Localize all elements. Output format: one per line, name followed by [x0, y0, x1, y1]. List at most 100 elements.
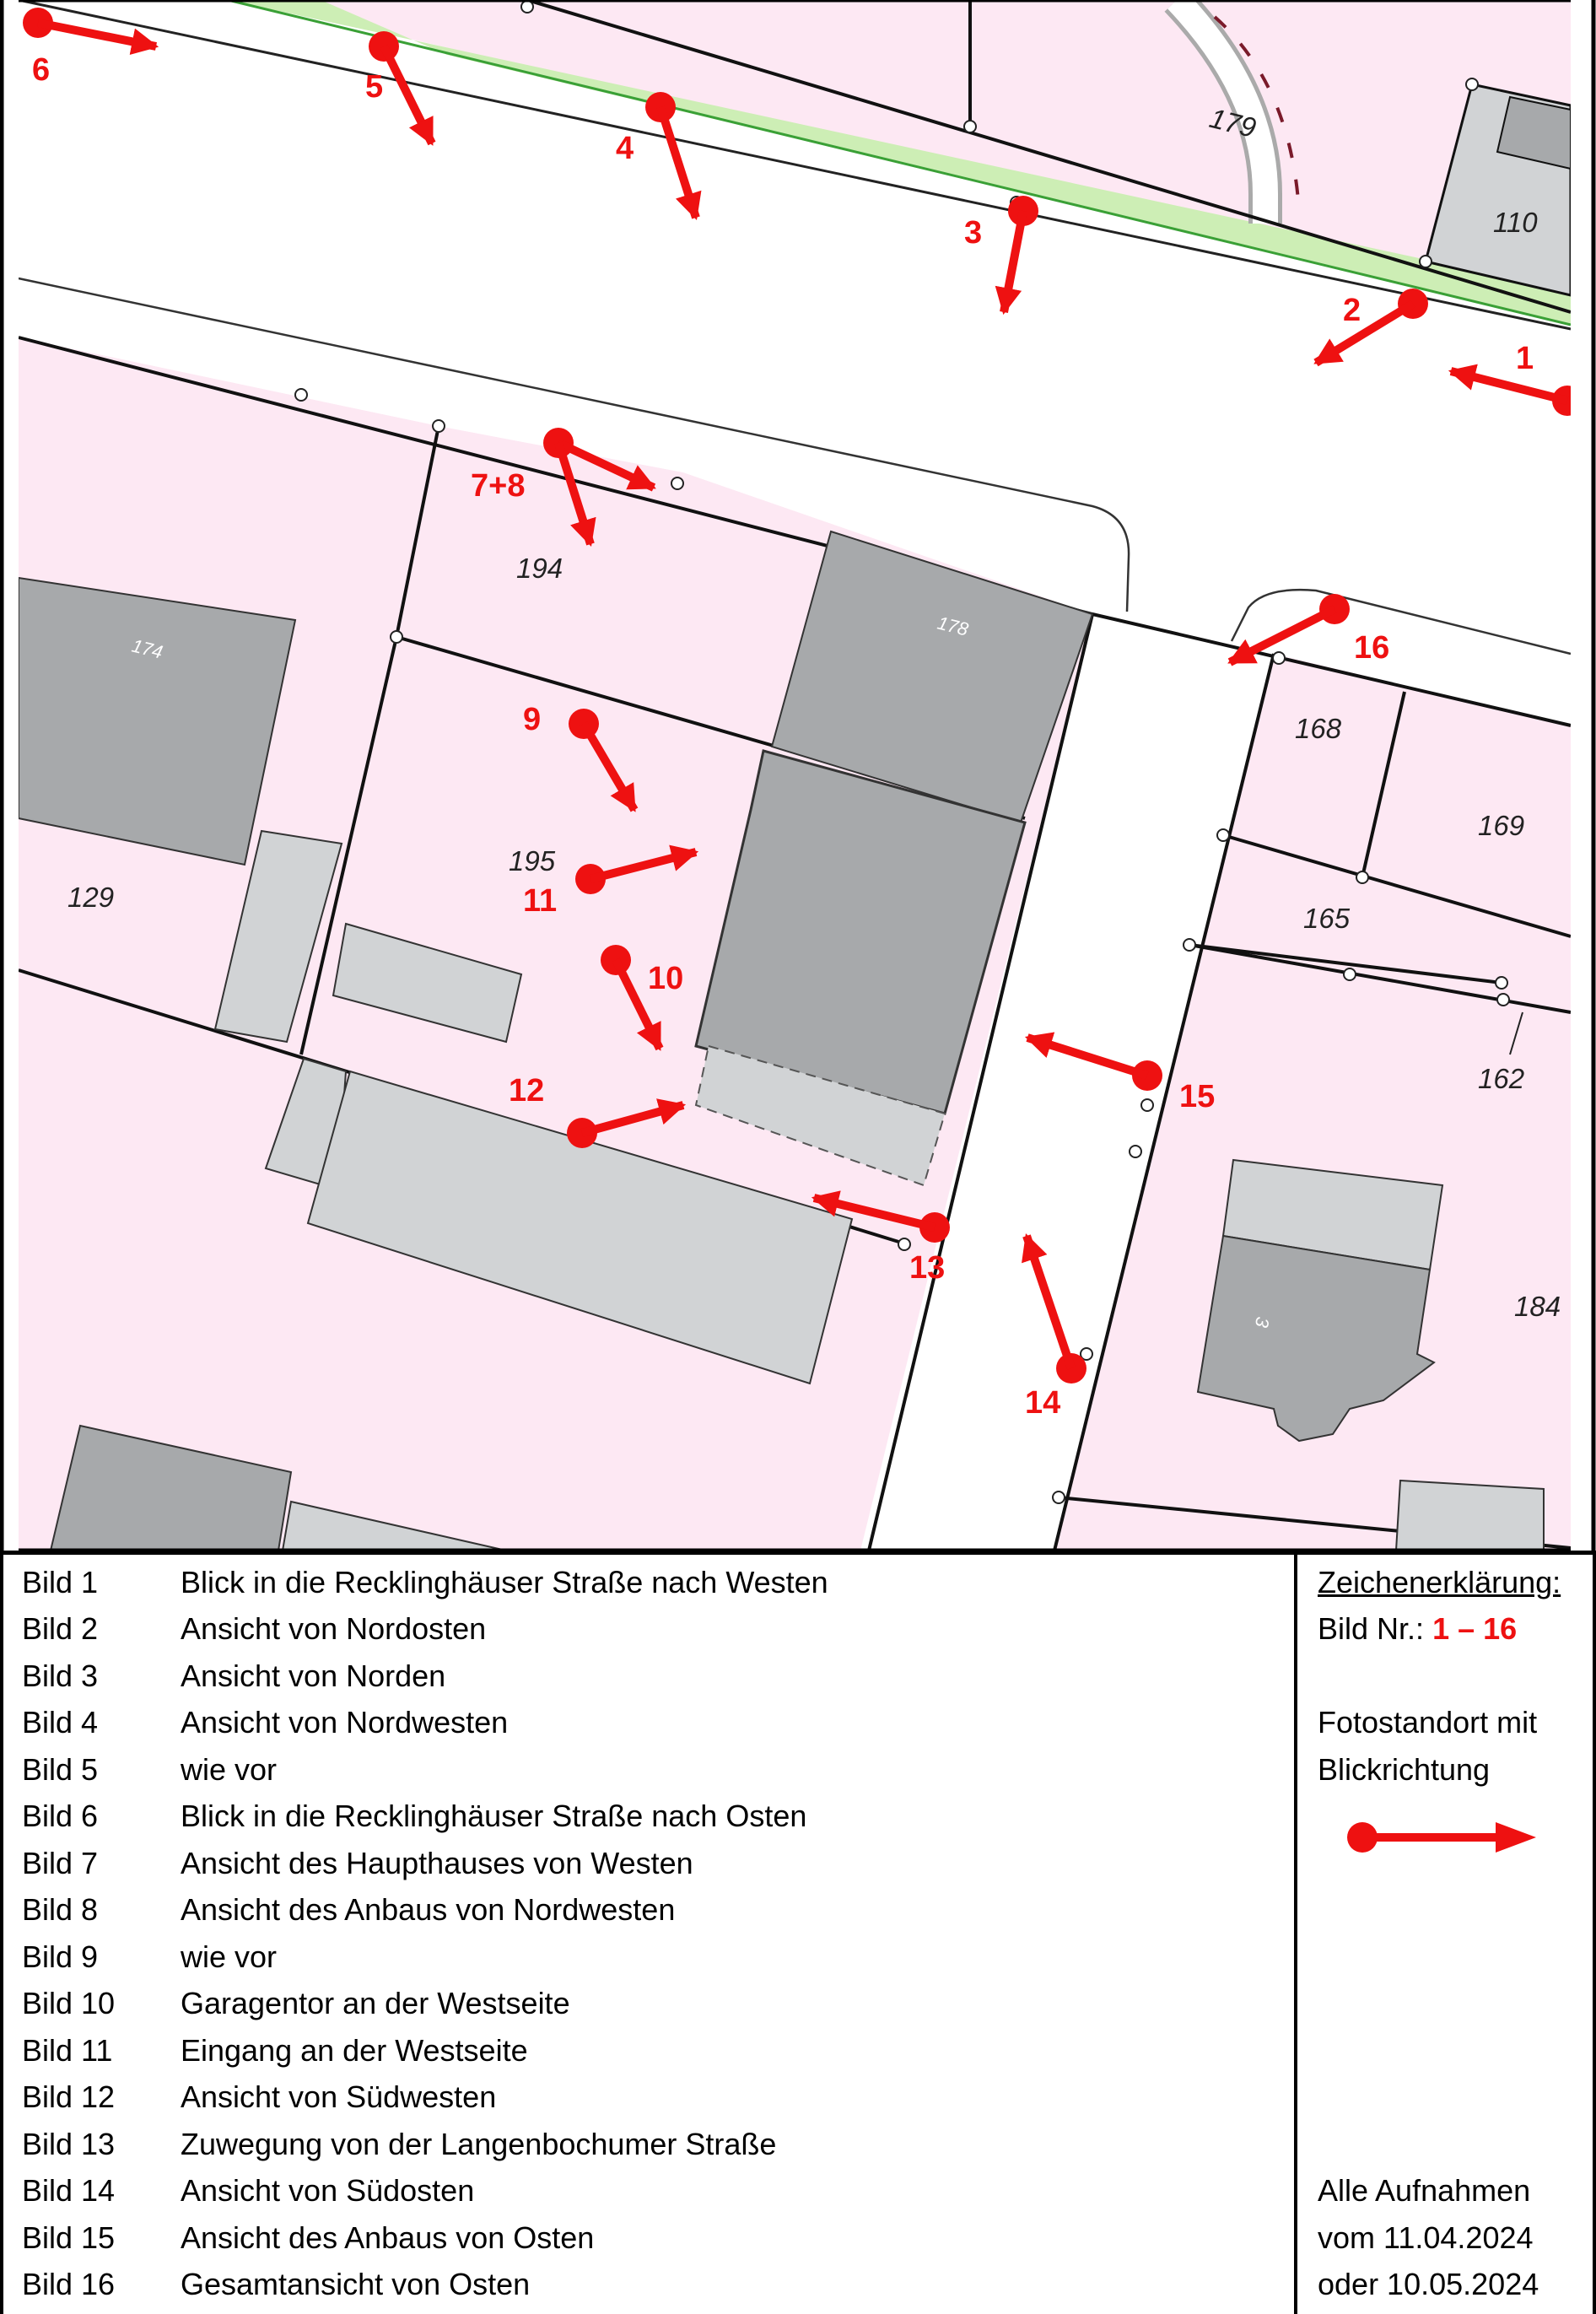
photo-desc: Ansicht von Norden	[181, 1659, 446, 1693]
key-symbol-line-1: Fotostandort mit	[1318, 1705, 1538, 1740]
photo-legend-table: Bild 1 Blick in die Recklinghäuser Straße…	[0, 1551, 1596, 2314]
photo-id: Bild 1	[22, 1565, 99, 1599]
key-dates-line-2: vom 11.04.2024	[1318, 2220, 1534, 2255]
photo-id: Bild 3	[22, 1659, 99, 1693]
photo-desc: Blick in die Recklinghäuser Straße nach …	[181, 1799, 807, 1833]
photo-desc: wie vor	[181, 1939, 278, 1974]
photo-id: Bild 13	[22, 2127, 116, 2161]
driveway-centerline	[1213, 15, 1301, 212]
marker-label: 6	[32, 52, 50, 88]
photo-desc: Blick in die Recklinghäuser Straße nach …	[181, 1565, 828, 1599]
photo-marker-11: 11	[523, 844, 699, 919]
parcel-label: 129	[67, 882, 114, 913]
marker-label: 4	[616, 131, 634, 166]
photo-desc: Eingang an der Westseite	[181, 2033, 528, 2068]
photo-markers: 1 2 3 4 5 6	[23, 8, 1583, 1421]
marker-label: 13	[909, 1250, 945, 1286]
recklinghaeuser-strasse	[19, 0, 1571, 614]
photo-marker-7-8: 7+8	[471, 428, 656, 547]
cadastral-map: 110 179 194 174 178 168 169 129 195 165 …	[0, 0, 1596, 1551]
key-bild-numbers: 1 – 16	[1432, 1611, 1518, 1646]
photo-desc: Ansicht des Anbaus von Osten	[181, 2220, 595, 2255]
photo-id: Bild 9	[22, 1939, 99, 1974]
photo-marker-10: 10	[601, 945, 683, 1051]
photo-marker-12: 12	[509, 1073, 687, 1148]
photo-id: Bild 14	[22, 2173, 116, 2208]
marker-label: 5	[365, 69, 383, 105]
marker-label: 9	[523, 702, 541, 737]
building-south-east	[1394, 1479, 1545, 1551]
site-map: 110 179 194 174 178 168 169 129 195 165 …	[0, 0, 1596, 1551]
photo-id: Bild 16	[22, 2267, 116, 2301]
photo-marker-5: 5	[365, 31, 436, 146]
map-key: Zeichenerklärung: Bild Nr.: 1 – 16 Fotos…	[1297, 1555, 1596, 2314]
key-bild-range: Bild Nr.: 1 – 16	[1318, 1606, 1517, 1652]
photo-marker-9: 9	[523, 702, 639, 812]
curb-line-south	[18, 277, 1130, 612]
photo-id: Bild 10	[22, 1986, 116, 2020]
photo-id: Bild 7	[22, 1846, 99, 1880]
photo-desc: Ansicht des Haupthauses von Westen	[181, 1846, 693, 1880]
parcel-label: 168	[1295, 713, 1342, 744]
marker-label: 16	[1354, 630, 1389, 666]
marker-label: 14	[1025, 1385, 1060, 1421]
parcel-label: 165	[1303, 903, 1351, 934]
photo-marker-2: 2	[1313, 289, 1428, 367]
parcel-label: 162	[1478, 1063, 1524, 1094]
driveway-179-inner	[1167, 0, 1278, 224]
photo-marker-3: 3	[964, 196, 1038, 316]
key-bild-prefix: Bild Nr.:	[1318, 1611, 1425, 1646]
building-long-south	[306, 1070, 854, 1385]
photo-id: Bild 6	[22, 1799, 99, 1833]
photo-desc: Gesamtansicht von Osten	[181, 2267, 531, 2301]
parcel-label: 195	[509, 845, 556, 877]
photo-desc: Ansicht von Nordosten	[181, 1611, 487, 1646]
parcel-east-block	[1054, 654, 1571, 1551]
pointer-162	[1509, 1011, 1523, 1055]
building-129-garage	[213, 829, 343, 1044]
map-left-margin	[0, 0, 19, 1551]
parcel-label: 169	[1478, 810, 1524, 841]
marker-label: 3	[964, 215, 982, 251]
photo-desc: Ansicht von Südwesten	[181, 2079, 497, 2114]
photo-desc: Zuwegung von der Langenbochumer Straße	[181, 2127, 777, 2161]
photo-id: Bild 15	[22, 2220, 116, 2255]
key-dates-line-1: Alle Aufnahmen	[1318, 2173, 1531, 2208]
marker-label: 1	[1516, 341, 1534, 376]
buildings	[18, 530, 1545, 1551]
building-195-shed	[332, 922, 523, 1044]
photo-marker-14: 14	[1022, 1233, 1086, 1421]
photo-marker-15: 15	[1024, 1032, 1215, 1114]
photo-desc: Garagentor an der Westseite	[181, 1986, 570, 2020]
boundary-points	[294, 0, 1510, 1504]
photo-id: Bild 11	[22, 2033, 113, 2068]
key-dates-line-3: oder 10.05.2024	[1318, 2267, 1539, 2301]
key-symbol-line-2: Blickrichtung	[1318, 1752, 1491, 1787]
marker-label: 15	[1179, 1079, 1215, 1114]
photo-desc: wie vor	[181, 1752, 278, 1787]
photo-marker-16: 16	[1227, 594, 1389, 666]
photo-desc: Ansicht von Nordwesten	[181, 1705, 509, 1740]
parcel-label: 194	[516, 553, 563, 584]
parcel-label: 184	[1514, 1291, 1561, 1322]
marker-label: 11	[523, 883, 557, 919]
roads	[18, 0, 1572, 1551]
building-south-west	[49, 1424, 293, 1551]
photo-marker-13: 13	[811, 1190, 950, 1286]
building-3	[1196, 1234, 1436, 1443]
photo-id: Bild 5	[22, 1752, 99, 1787]
photo-id: Bild 12	[22, 2079, 116, 2114]
garage-annex	[694, 1044, 946, 1187]
photo-marker-4: 4	[616, 92, 702, 221]
building-174	[18, 576, 297, 866]
curb-line-east	[1230, 588, 1572, 655]
photo-arrow-icon	[1347, 1822, 1536, 1853]
key-title: Zeichenerklärung:	[1318, 1565, 1561, 1599]
street-edge	[18, 0, 1572, 331]
photo-desc: Ansicht von Südosten	[181, 2173, 475, 2208]
parcel-label: 110	[1493, 207, 1538, 238]
building-south-west-annex	[281, 1500, 507, 1551]
marker-label: 12	[509, 1073, 544, 1108]
marker-label: 7+8	[471, 468, 525, 504]
photo-id: Bild 2	[22, 1611, 99, 1646]
